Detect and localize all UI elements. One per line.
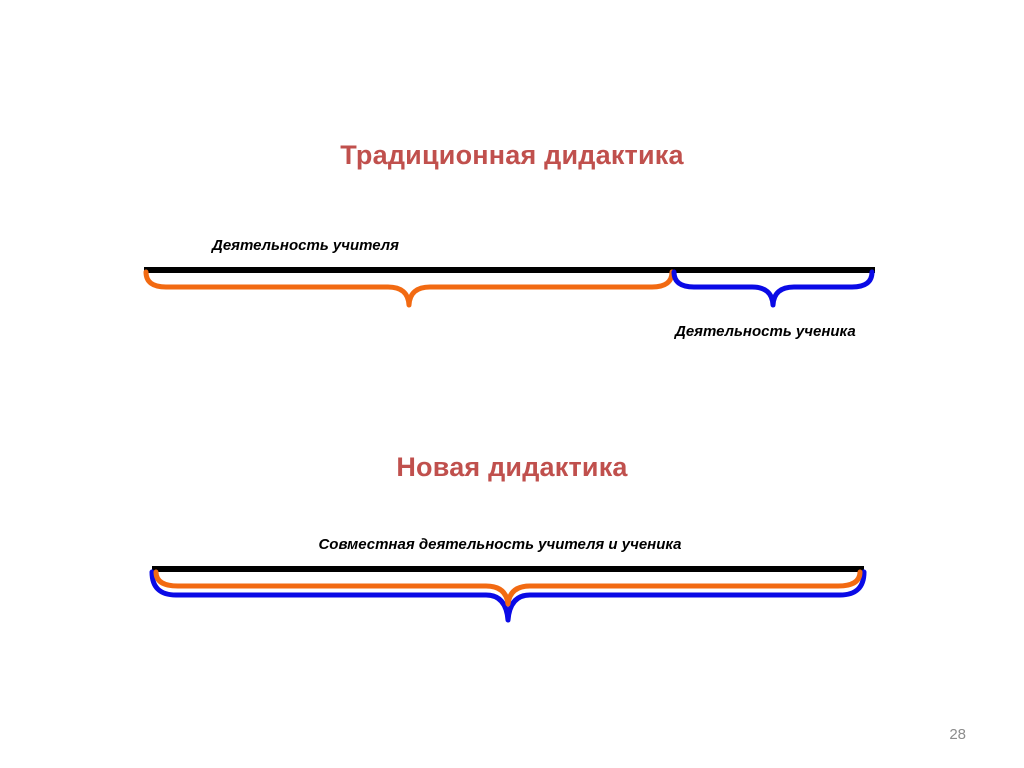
label-joint-activity: Совместная деятельность учителя и ученик… — [318, 536, 682, 553]
student-activity-brace — [671, 269, 875, 308]
page-number: 28 — [949, 726, 966, 743]
teacher-activity-brace — [143, 269, 675, 308]
title-traditional-didactics: Традиционная дидактика — [340, 140, 684, 170]
label-teacher-activity: Деятельность учителя — [212, 237, 399, 254]
joint-teacher-brace — [153, 569, 863, 607]
label-student-activity: Деятельность ученика — [675, 323, 856, 340]
joint-student-brace — [149, 569, 867, 623]
title-new-didactics: Новая дидактика — [396, 452, 628, 482]
